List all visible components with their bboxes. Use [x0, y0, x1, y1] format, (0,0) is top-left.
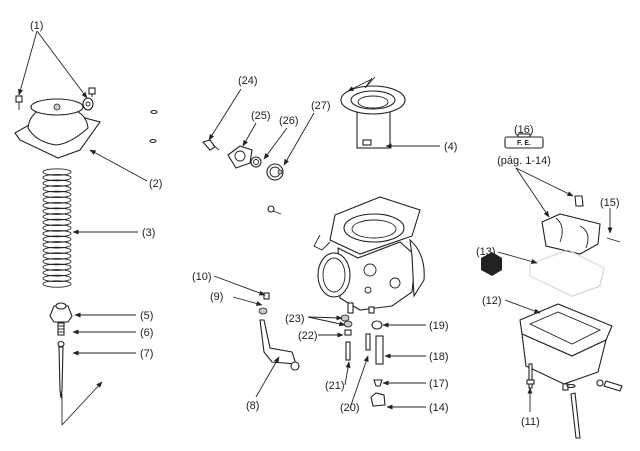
callout-26: (26): [279, 115, 299, 127]
callout-20: (20): [340, 402, 360, 414]
callout-21: (21): [325, 380, 345, 392]
float-pin: [606, 237, 621, 243]
spring-coil: [42, 218, 72, 227]
spring-coil: [42, 196, 72, 204]
spring-coil: [42, 280, 72, 288]
float-gasket: [529, 249, 605, 297]
spring-coil: [42, 257, 72, 266]
spring-coil: [42, 252, 72, 260]
callout-24: (24): [238, 75, 258, 87]
float-chamber: [519, 303, 623, 392]
callout-6: (6): [140, 327, 153, 339]
float: [541, 195, 601, 255]
callout-11: (11): [521, 416, 540, 428]
needle-angle-lines: [61, 381, 103, 426]
new-part-badge: NOVO: [481, 252, 502, 276]
cover-screws: [15, 87, 96, 111]
callout-19: (19): [429, 320, 449, 332]
spring: [42, 168, 72, 288]
spring-coil: [42, 190, 72, 199]
air-cutoff-valve: [202, 139, 284, 181]
callout-12: (12): [482, 295, 502, 307]
tool-box-text: F. E.: [517, 140, 531, 147]
callout-1: (1): [30, 20, 43, 32]
callout-2: (2): [149, 178, 162, 190]
vacuum-piston: [340, 76, 406, 149]
callout-25: (25): [251, 110, 271, 122]
spring-coil: [42, 224, 72, 232]
callout-18: (18): [429, 351, 449, 363]
callout-13: (13): [476, 246, 496, 258]
leader-lines: [18, 30, 613, 412]
callout-5: (5): [140, 310, 153, 322]
chamber-cover: [14, 98, 101, 159]
spring-coil: [42, 241, 72, 249]
small-screw: [267, 205, 282, 215]
new-badge-text: NOVO: [481, 261, 502, 268]
callout-labels: (1) (2) (3) (4) (5) (6) (7) (8) (9) (10)…: [30, 20, 620, 428]
spring-coil: [42, 274, 72, 283]
callout-10: (10): [192, 271, 212, 283]
callout-8: (8): [246, 400, 259, 412]
spring-coil: [42, 207, 72, 215]
spring-coil: [42, 168, 72, 176]
spring-coil: [42, 179, 72, 187]
spring-coil: [42, 263, 72, 271]
tool-page-ref: (pág. 1-14): [497, 155, 551, 167]
callout-3: (3): [142, 227, 155, 239]
hose: [149, 78, 222, 144]
spring-coil: [42, 246, 72, 255]
callout-7: (7): [140, 348, 153, 360]
spring-coil: [42, 185, 72, 193]
spring-coil: [42, 269, 72, 277]
callout-14: (14): [429, 402, 449, 414]
spring-coil: [42, 213, 72, 221]
callout-9: (9): [210, 291, 223, 303]
choke-lever: [258, 292, 300, 371]
callout-16: (16): [514, 124, 534, 136]
spring-coil: [42, 235, 72, 243]
special-tool-box: F. E. (pág. 1-14): [497, 133, 551, 167]
jet-needle-holder: [49, 302, 73, 399]
callout-17: (17): [429, 378, 449, 390]
callout-4: (4): [444, 141, 457, 153]
callout-23: (23): [285, 313, 305, 325]
spring-coil: [42, 229, 72, 238]
spring-coil: [42, 201, 72, 210]
carburetor-body: [313, 196, 425, 314]
drain-tube: [566, 383, 581, 439]
jets: [340, 314, 386, 407]
spring-coil: [42, 173, 72, 182]
callout-15: (15): [600, 197, 620, 209]
callout-27: (27): [311, 100, 331, 112]
callout-22: (22): [298, 330, 318, 342]
